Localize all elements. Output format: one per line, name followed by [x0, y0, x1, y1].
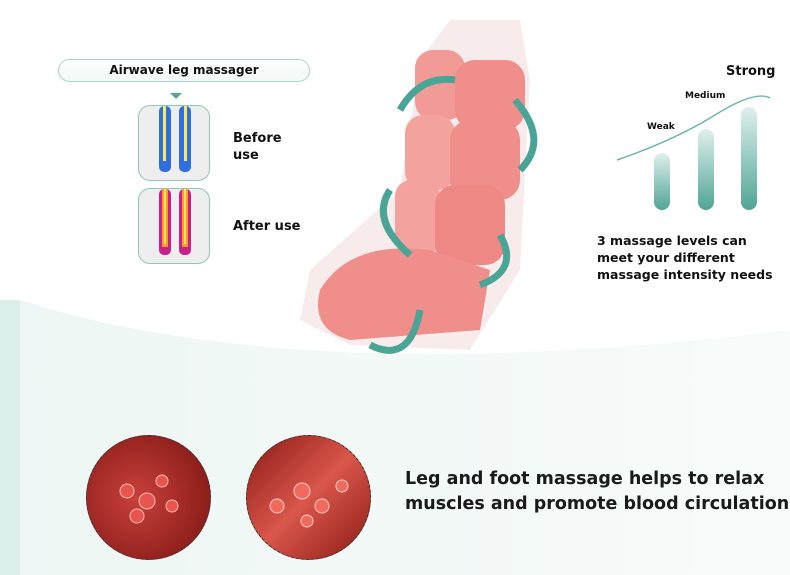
before-leg-image: [138, 105, 210, 181]
level-strong-label: Strong: [726, 64, 776, 79]
level-bar-medium: [698, 129, 714, 210]
headline-line-2: muscles and promote blood circulation: [405, 494, 790, 514]
before-use-label: Before use: [233, 131, 282, 163]
product-title-pill: Airwave leg massager: [58, 59, 310, 82]
blood-vessel-image-1: [86, 435, 211, 560]
level-bar-weak: [654, 153, 670, 210]
blood-vessel-image-2: [246, 435, 371, 560]
level-medium-label: Medium: [685, 91, 726, 101]
level-weak-label: Weak: [647, 122, 675, 132]
leg-massager-boot-image: [300, 20, 538, 354]
benefit-headline: Leg and foot massage helps to relax musc…: [405, 467, 789, 517]
after-use-label: After use: [233, 219, 301, 234]
after-leg-image: [138, 188, 210, 264]
intensity-curve: [616, 95, 771, 161]
levels-description: 3 massage levels can meet your different…: [597, 233, 773, 282]
pointer-triangle-icon: [170, 93, 182, 99]
headline-line-1: Leg and foot massage helps to relax: [405, 469, 765, 489]
level-bar-strong: [741, 107, 757, 210]
